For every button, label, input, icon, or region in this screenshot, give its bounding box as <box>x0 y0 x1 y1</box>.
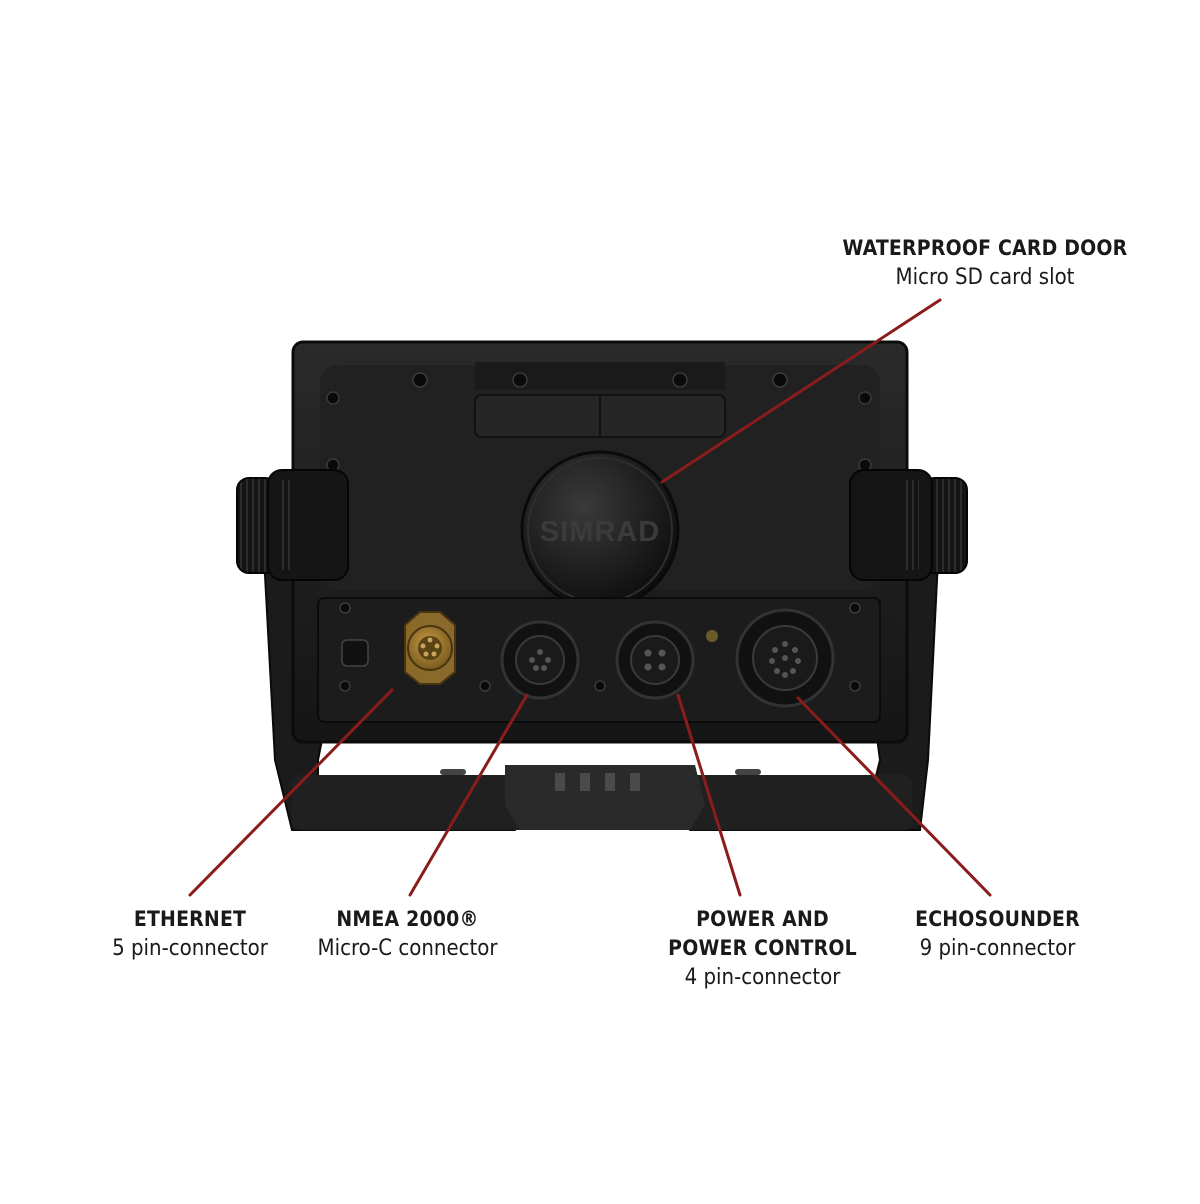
ethernet-connector <box>404 611 456 685</box>
nmea-2000-connector <box>500 620 580 700</box>
card-door-callout: WATERPROOF CARD DOOR Micro SD card slot <box>830 234 1140 292</box>
nmea-callout: NMEA 2000® Micro-C connector <box>290 905 525 963</box>
ethernet-subtitle: 5 pin-connector <box>112 936 268 961</box>
echosounder-title: ECHOSOUNDER <box>915 907 1080 931</box>
echosounder-callout: ECHOSOUNDER 9 pin-connector <box>890 905 1105 963</box>
card-door-leader-line <box>660 298 942 484</box>
left-knob <box>236 469 349 581</box>
echosounder-connector <box>735 608 835 708</box>
nmea-title: NMEA 2000® <box>336 907 479 931</box>
echosounder-subtitle: 9 pin-connector <box>919 936 1076 961</box>
simrad-logo: SIMRAD <box>540 516 660 548</box>
connector-panel <box>317 597 881 723</box>
power-title-line1: POWER AND <box>696 907 829 931</box>
card-door-title: WATERPROOF CARD DOOR <box>842 236 1128 260</box>
power-connector <box>615 620 695 700</box>
right-knob <box>849 469 968 581</box>
power-subtitle: 4 pin-connector <box>684 965 841 990</box>
echosounder-leader-line <box>796 696 992 897</box>
ethernet-title: ETHERNET <box>133 907 247 931</box>
power-leader-line <box>676 693 742 897</box>
mount-bracket <box>260 519 942 831</box>
card-door-subtitle: Micro SD card slot <box>895 265 1075 290</box>
power-callout: POWER AND POWER CONTROL 4 pin-connector <box>650 905 875 992</box>
ethernet-leader-line <box>188 688 394 897</box>
nmea-subtitle: Micro-C connector <box>317 936 498 961</box>
ethernet-callout: ETHERNET 5 pin-connector <box>80 905 300 963</box>
nmea-leader-line <box>408 693 529 897</box>
power-title-line2: POWER CONTROL <box>668 936 857 960</box>
